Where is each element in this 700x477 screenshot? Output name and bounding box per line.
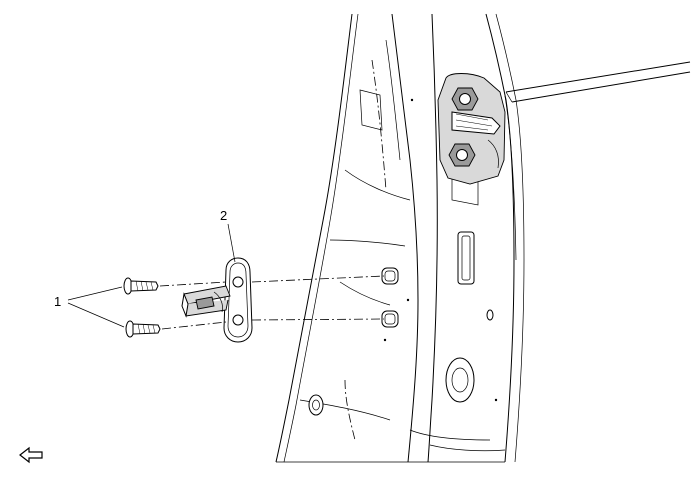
- striker-bolt-lower: [125, 320, 161, 338]
- body-pillar: [275, 13, 525, 463]
- left-arrow-icon: [19, 446, 43, 464]
- alignment-lines: [159, 275, 385, 330]
- striker-bolt-upper: [123, 277, 159, 295]
- door-striker: [181, 257, 253, 343]
- callout-label-2: 2: [220, 208, 227, 223]
- door-hinge: [437, 73, 506, 185]
- door-edge: [505, 61, 691, 103]
- striker-mounting-holes: [381, 267, 399, 328]
- hinge-bolt-upper: [451, 87, 479, 111]
- callout-leaders: [67, 223, 236, 328]
- hinge-bolt-lower: [448, 143, 476, 167]
- callout-label-1: 1: [54, 294, 61, 309]
